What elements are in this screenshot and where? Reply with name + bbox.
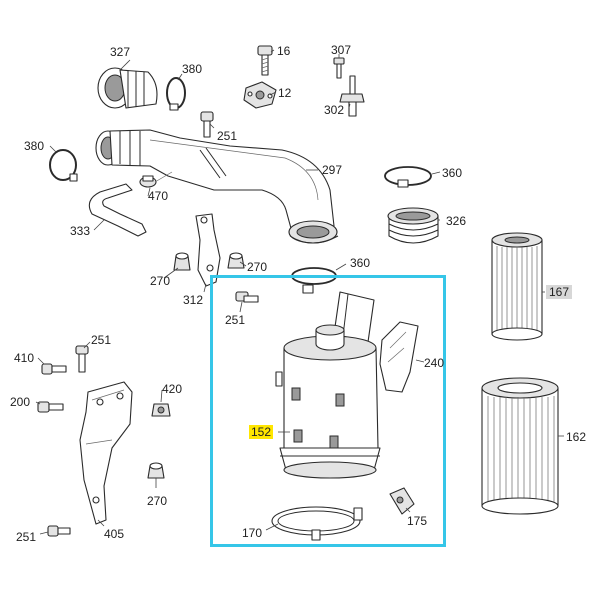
- callout-200[interactable]: 200: [10, 395, 31, 409]
- bracket-405-illustration: [79, 381, 133, 525]
- callout-410[interactable]: 410: [14, 351, 35, 365]
- stud-302-illustration: [339, 75, 365, 117]
- seal-326-illustration: [387, 207, 439, 244]
- callout-297[interactable]: 297: [322, 163, 343, 177]
- callout-251-top[interactable]: 251: [217, 129, 238, 143]
- callout-12[interactable]: 12: [278, 86, 292, 100]
- callout-270-right[interactable]: 270: [247, 260, 268, 274]
- hose-clamp-380-top-illustration: [166, 77, 186, 111]
- callout-312[interactable]: 312: [183, 293, 204, 307]
- callout-360-mid[interactable]: 360: [350, 256, 371, 270]
- callout-170[interactable]: 170: [242, 526, 263, 540]
- callout-333[interactable]: 333: [70, 224, 91, 238]
- fitting-470-illustration: [139, 171, 173, 188]
- leader-lines: [35, 49, 564, 535]
- callout-270-lower[interactable]: 270: [147, 494, 168, 508]
- bolt-16-illustration: [257, 45, 273, 76]
- callout-380-left[interactable]: 380: [24, 139, 45, 153]
- callout-270-left[interactable]: 270: [150, 274, 171, 288]
- callout-327[interactable]: 327: [110, 45, 131, 59]
- bracket-312-illustration: [195, 213, 221, 287]
- clamp-ring-170-illustration: [271, 506, 363, 541]
- callout-240[interactable]: 240: [424, 356, 445, 370]
- bolt-251-top-illustration: [200, 111, 214, 138]
- callout-152[interactable]: 152: [249, 425, 274, 439]
- callout-470[interactable]: 470: [148, 189, 169, 203]
- intake-pipe-297-illustration: [95, 129, 339, 244]
- filter-element-162-illustration: [481, 377, 559, 515]
- callout-360-top[interactable]: 360: [442, 166, 463, 180]
- filter-element-167-illustration: [491, 232, 543, 341]
- callout-420[interactable]: 420: [162, 382, 183, 396]
- bracket-175-illustration: [389, 487, 415, 515]
- mount-12-illustration: [243, 81, 277, 109]
- grommet-270-left-illustration: [173, 252, 191, 271]
- filter-housing-152-illustration: [275, 324, 381, 479]
- bolt-410-illustration: [41, 363, 67, 375]
- bolt-251-bottom-illustration: [47, 525, 71, 537]
- callout-162[interactable]: 162: [566, 430, 587, 444]
- bolt-251-frame-illustration: [235, 291, 259, 303]
- hose-clamp-380-left-illustration: [49, 149, 78, 182]
- grommet-270-lower-illustration: [147, 462, 165, 479]
- bolt-200-illustration: [37, 401, 64, 413]
- grommet-270-right-illustration: [227, 252, 245, 269]
- callout-405[interactable]: 405: [104, 527, 125, 541]
- nut-420-illustration: [151, 403, 171, 417]
- hose-333-illustration: [88, 183, 147, 237]
- callout-307[interactable]: 307: [331, 43, 352, 57]
- callout-251-frame[interactable]: 251: [225, 313, 246, 327]
- screw-307-illustration: [333, 57, 345, 79]
- hose-clamp-360-top-illustration: [384, 166, 432, 188]
- callout-167[interactable]: 167: [546, 285, 573, 299]
- selected-assembly-frame: [210, 275, 446, 547]
- bolt-251-left-illustration: [75, 345, 89, 373]
- intake-elbow-327-illustration: [97, 67, 158, 109]
- duct-240-illustration: [379, 321, 419, 393]
- callout-175[interactable]: 175: [407, 514, 428, 528]
- callout-251-bottom[interactable]: 251: [16, 530, 37, 544]
- callout-302[interactable]: 302: [324, 103, 345, 117]
- callout-326[interactable]: 326: [446, 214, 467, 228]
- callout-16[interactable]: 16: [277, 44, 291, 58]
- callout-251-left[interactable]: 251: [91, 333, 112, 347]
- callout-380-top[interactable]: 380: [182, 62, 203, 76]
